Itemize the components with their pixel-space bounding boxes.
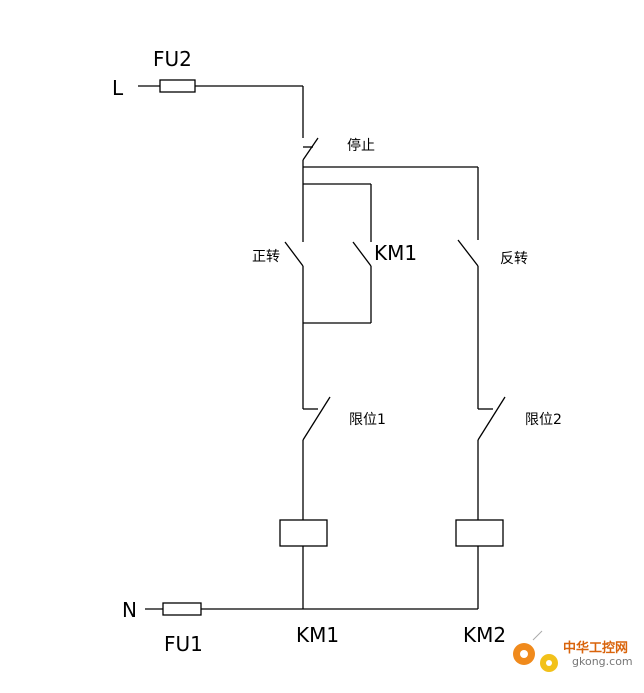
limit-switch-1 (302, 396, 331, 520)
forward-switch (284, 241, 304, 409)
fuse-fu2 (159, 79, 196, 93)
label-line-L: L (112, 76, 124, 100)
gear-icon (513, 630, 558, 672)
label-fu2: FU2 (153, 47, 192, 71)
label-limit-2: 限位2 (525, 412, 562, 428)
watermark: 中华工控网 gkong.com (513, 630, 633, 672)
label-reverse: 反转 (500, 251, 528, 267)
label-limit-1: 限位1 (349, 412, 386, 428)
watermark-site: gkong.com (572, 655, 633, 668)
holding-branch (303, 183, 372, 324)
label-km1-contact: KM1 (374, 241, 417, 265)
limit-switch-2 (477, 396, 506, 520)
reverse-switch (457, 239, 479, 409)
label-stop: 停止 (347, 137, 375, 154)
label-coil-km2: KM2 (463, 623, 506, 647)
watermark-title: 中华工控网 (563, 640, 628, 656)
stop-switch (302, 137, 319, 242)
label-forward: 正转 (252, 249, 280, 265)
label-fu1: FU1 (164, 632, 203, 656)
supply-line-N (145, 602, 478, 616)
coil-km2 (455, 519, 504, 547)
fuse-fu1 (162, 602, 202, 616)
supply-line-L (138, 79, 304, 138)
km1-holding-contact (352, 241, 372, 267)
label-line-N: N (122, 598, 137, 622)
coil-km1 (279, 519, 328, 547)
label-coil-km1: KM1 (296, 623, 339, 647)
